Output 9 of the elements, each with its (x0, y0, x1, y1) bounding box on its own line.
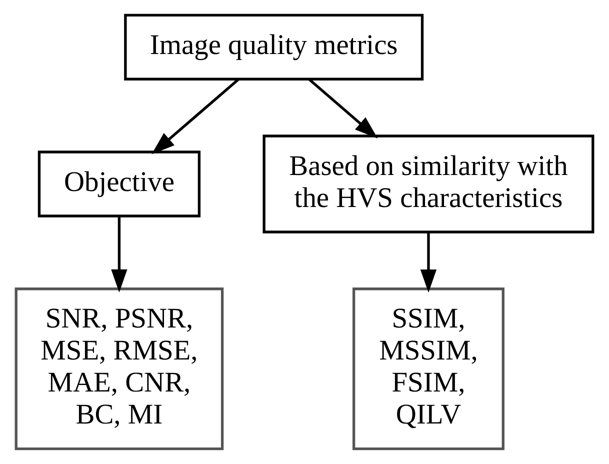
arrow (111, 216, 128, 292)
node-box: Based on similarity with the HVS characteristics (262, 134, 594, 234)
node-box: SSIM, MSSIM, FSIM, QILV (352, 288, 504, 450)
arrow (308, 78, 378, 138)
arrow (152, 78, 240, 154)
node-box: Objective (38, 150, 201, 218)
arrow (420, 232, 437, 293)
node-box: Image quality metrics (124, 14, 424, 80)
node-box: SNR, PSNR, MSE, RMSE, MAE, CNR, BC, MI (14, 288, 224, 450)
